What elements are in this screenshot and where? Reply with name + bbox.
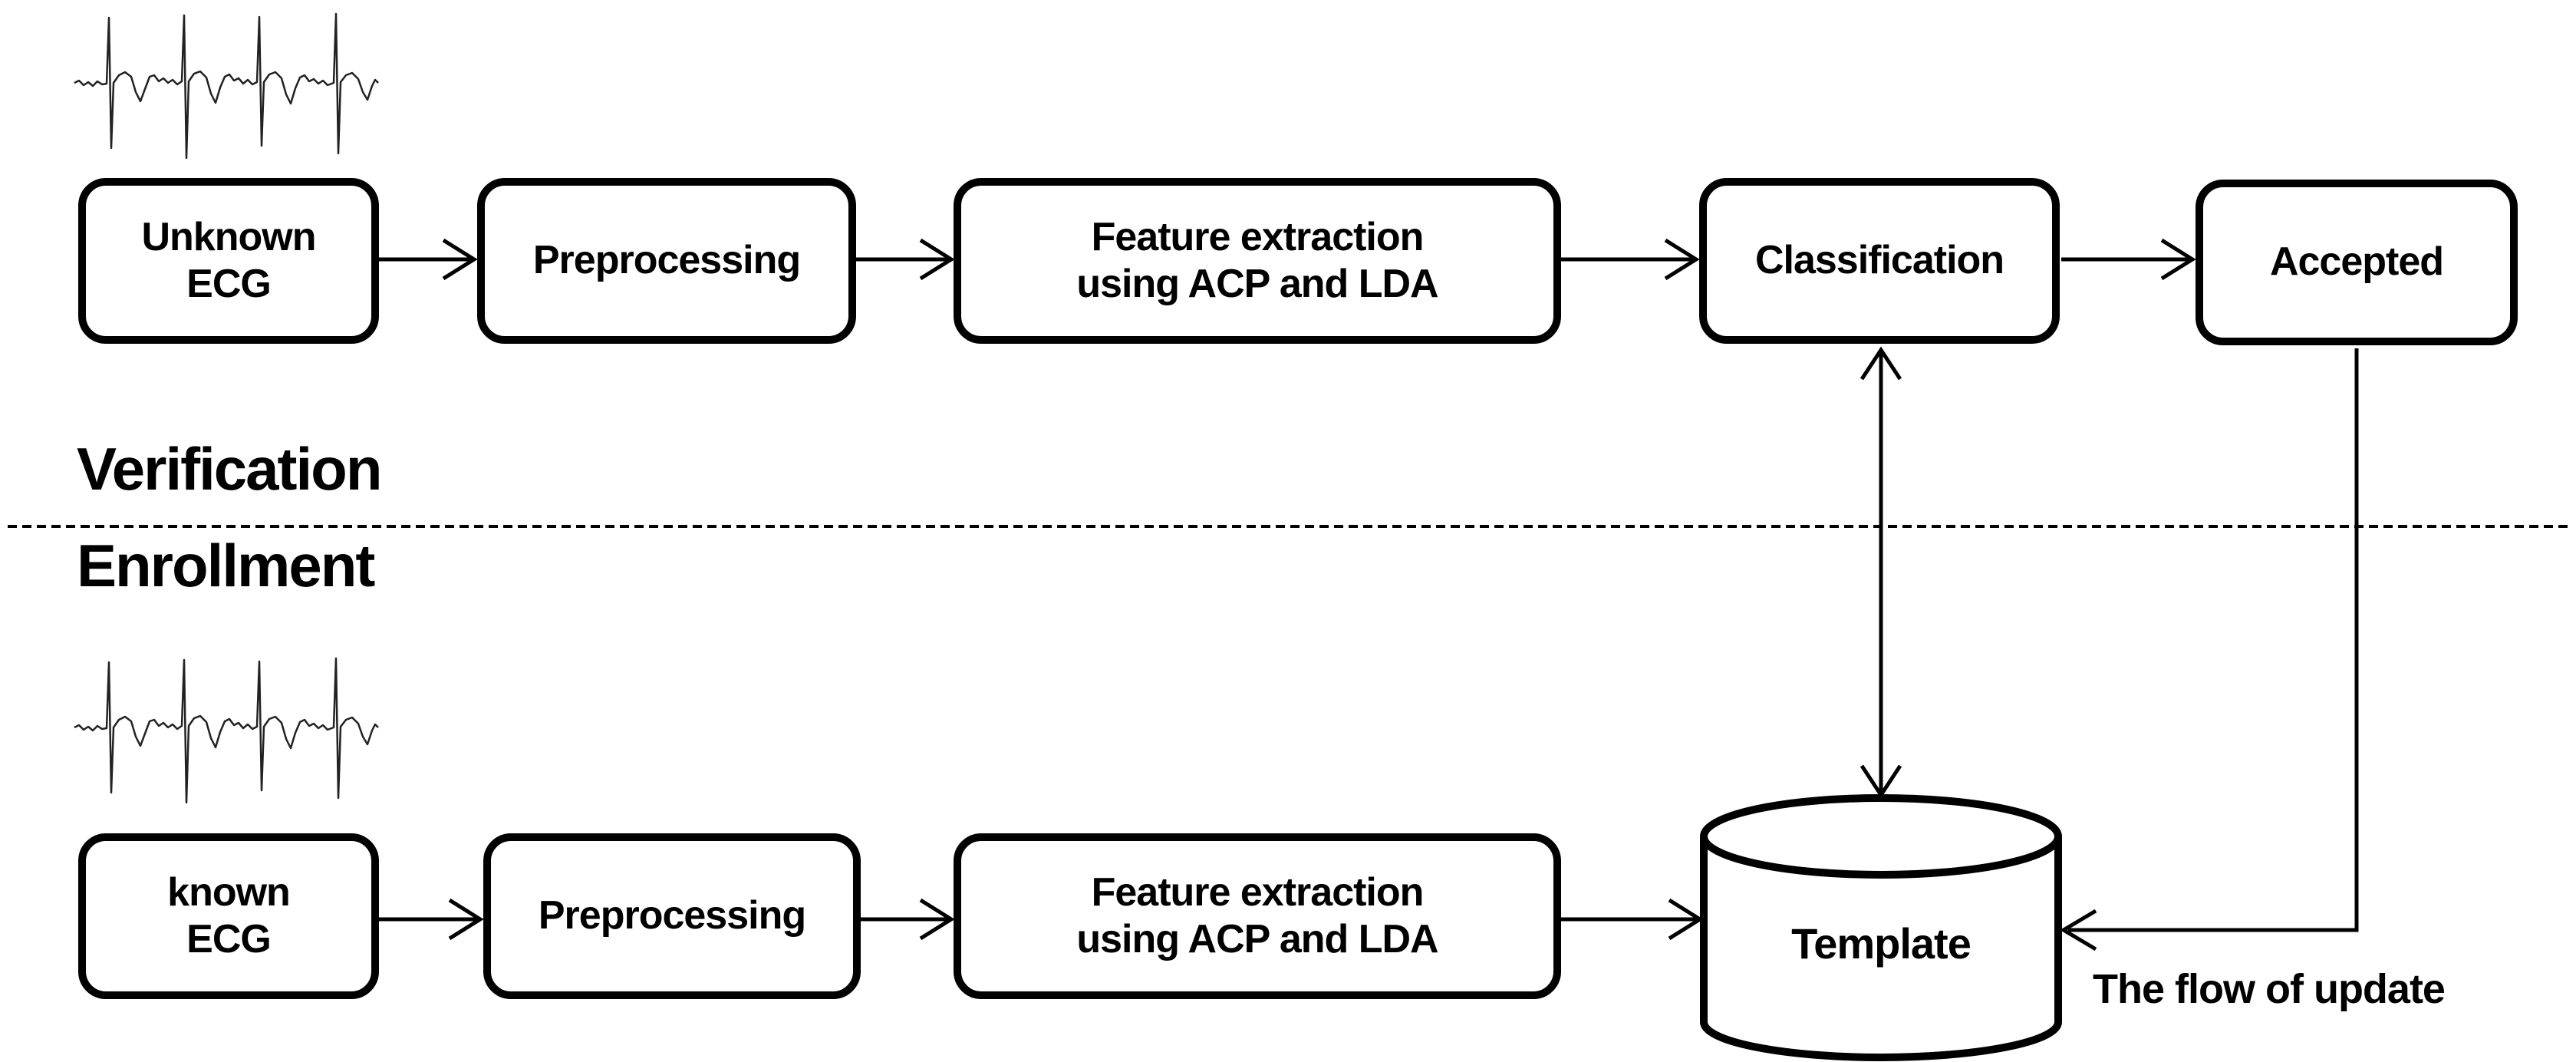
node-preprocessing-top: Preprocessing <box>477 178 856 344</box>
arrow-preprocessing-to-feature-top <box>856 238 955 281</box>
arrow-unknownecg-to-preprocessing <box>379 238 478 281</box>
arrow-preprocessing-to-feature-bottom <box>861 898 955 941</box>
template-database-shape <box>1700 794 2062 1061</box>
node-preprocessing-top-label: Preprocessing <box>532 238 801 283</box>
node-known-ecg: known ECG <box>78 833 379 999</box>
arrow-feature-to-template <box>1561 898 1704 941</box>
node-classification-label: Classification <box>1754 238 2004 283</box>
node-feature-extraction-top: Feature extraction using ACP and LDA <box>954 178 1561 344</box>
node-preprocessing-bottom-label: Preprocessing <box>538 893 806 938</box>
arrow-feature-to-classification <box>1561 238 1700 281</box>
node-template-database: Template <box>1705 882 2057 1005</box>
section-label-enrollment: Enrollment <box>77 532 375 599</box>
ecg-waveform-icon <box>74 12 379 160</box>
node-known-ecg-label: known ECG <box>167 869 291 961</box>
node-preprocessing-bottom: Preprocessing <box>483 833 861 999</box>
node-accepted-label: Accepted <box>2269 239 2444 285</box>
arrow-classification-to-accepted <box>2061 238 2196 281</box>
arrow-knownecg-to-preprocessing <box>379 898 484 941</box>
node-feature-extraction-bottom-label: Feature extraction using ACP and LDA <box>1076 869 1438 961</box>
node-feature-extraction-top-label: Feature extraction using ACP and LDA <box>1076 214 1438 306</box>
ecg-waveform-icon <box>74 657 379 804</box>
node-classification: Classification <box>1699 178 2060 344</box>
node-feature-extraction-bottom: Feature extraction using ACP and LDA <box>954 833 1561 999</box>
update-flow-arrow <box>2060 348 2359 952</box>
node-accepted: Accepted <box>2196 180 2518 345</box>
section-label-verification: Verification <box>77 435 382 503</box>
node-template-label: Template <box>1791 919 1972 968</box>
flow-of-update-label: The flow of update <box>2093 966 2446 1012</box>
node-unknown-ecg: Unknown ECG <box>78 178 379 344</box>
classification-template-double-arrow <box>1860 346 1902 799</box>
node-unknown-ecg-label: Unknown ECG <box>141 214 317 306</box>
